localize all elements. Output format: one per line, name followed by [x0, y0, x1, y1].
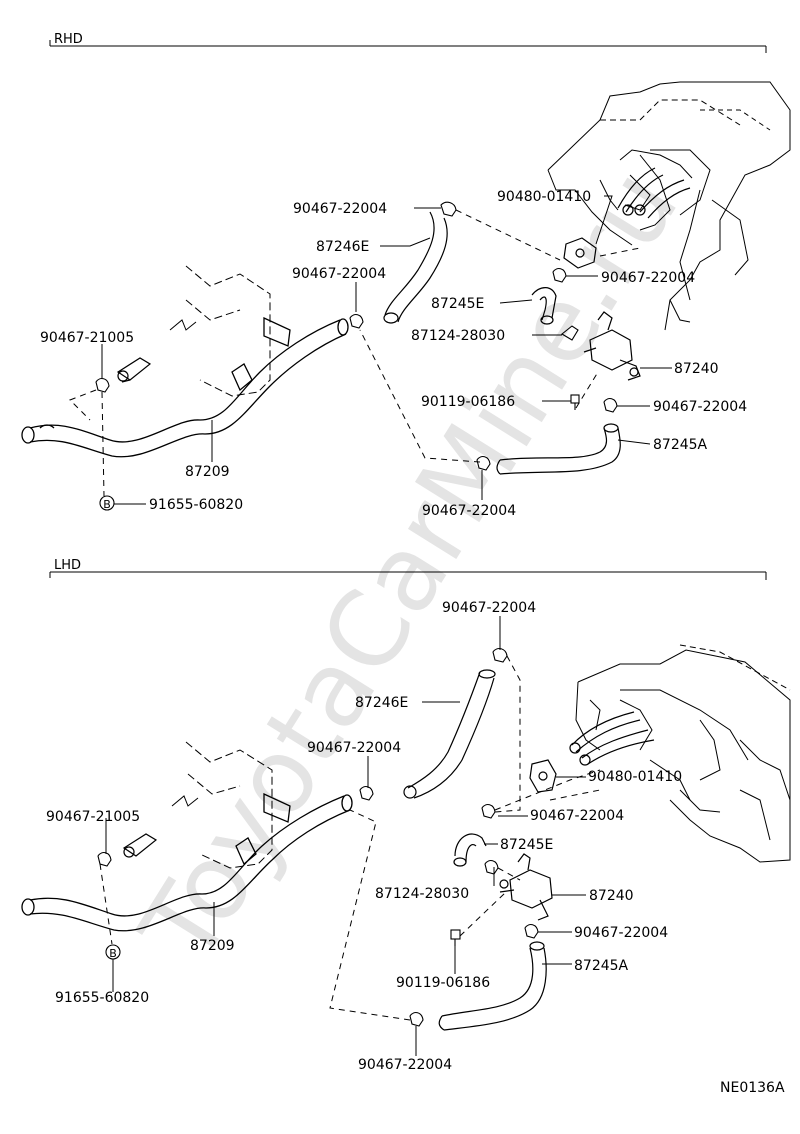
lhd-section: LHD	[21, 558, 791, 1073]
lhd-label-87124-28030: 87124-28030	[375, 886, 469, 902]
lhd-dashed-links	[99, 655, 601, 1021]
lhd-label-87240: 87240	[589, 888, 634, 904]
lhd-connector-pipe	[122, 833, 158, 858]
lhd-heater-unit	[575, 644, 791, 863]
lhd-label-90467-22004-e: 90467-22004	[358, 1057, 452, 1073]
lhd-part-labels: 90467-22004 87246E 90467-22004 90480-014…	[46, 600, 682, 1073]
rhd-dashed-links	[69, 209, 641, 497]
lhd-bolt	[450, 929, 461, 946]
diagram-code: NE0136A	[720, 1080, 785, 1096]
lhd-label-90467-21005: 90467-21005	[46, 809, 140, 825]
rhd-engine-outline	[169, 265, 271, 397]
rhd-bolt	[570, 394, 580, 410]
lhd-engine-outline	[171, 741, 273, 869]
lhd-label-87245e: 87245E	[500, 837, 553, 853]
rhd-label-87209: 87209	[185, 464, 230, 480]
lhd-label-90480-01410: 90480-01410	[588, 769, 682, 785]
rhd-clip	[561, 325, 579, 341]
rhd-heater-pipes	[617, 167, 691, 219]
rhd-bolt-marker: B	[99, 495, 115, 511]
rhd-label-87245a: 87245A	[653, 437, 708, 453]
lhd-clamps	[97, 647, 539, 1027]
lhd-heater-pipes	[569, 711, 655, 766]
lhd-label-90467-22004-b: 90467-22004	[307, 740, 401, 756]
rhd-leader-lines	[101, 195, 672, 505]
lhd-section-title: LHD	[54, 558, 81, 573]
rhd-pipe-87209	[21, 316, 349, 458]
svg-text:B: B	[109, 947, 117, 960]
rhd-heater-unit	[547, 81, 791, 331]
lhd-label-90467-22004-a: 90467-22004	[442, 600, 536, 616]
rhd-label-91655-60820: 91655-60820	[149, 497, 243, 513]
rhd-hose-87245e	[531, 287, 557, 325]
rhd-label-90480-01410: 90480-01410	[497, 189, 591, 205]
rhd-label-87240: 87240	[674, 361, 719, 377]
lhd-gasket	[529, 759, 557, 793]
lhd-label-90467-22004-d: 90467-22004	[574, 925, 668, 941]
rhd-gasket	[563, 237, 597, 269]
lhd-label-90467-22004-c: 90467-22004	[530, 808, 624, 824]
rhd-clamps	[95, 201, 618, 471]
lhd-label-87245a: 87245A	[574, 958, 629, 974]
rhd-label-87246e: 87246E	[316, 239, 369, 255]
rhd-part-labels: 90467-22004 90480-01410 87246E 90467-220…	[40, 189, 747, 519]
rhd-connector-pipe	[116, 357, 152, 383]
rhd-water-valve	[583, 311, 641, 381]
rhd-label-90467-22004-e: 90467-22004	[422, 503, 516, 519]
lhd-hose-87245e	[453, 833, 487, 867]
rhd-section-title: RHD	[54, 32, 83, 47]
rhd-label-90467-21005: 90467-21005	[40, 330, 134, 346]
rhd-label-87124-28030: 87124-28030	[411, 328, 505, 344]
rhd-hose-87246e	[383, 211, 448, 324]
rhd-label-90467-22004-a: 90467-22004	[293, 201, 387, 217]
rhd-label-87245e: 87245E	[431, 296, 484, 312]
lhd-label-91655-60820: 91655-60820	[55, 990, 149, 1006]
lhd-label-87209: 87209	[190, 938, 235, 954]
rhd-section: RHD	[21, 32, 791, 519]
lhd-label-90119-06186: 90119-06186	[396, 975, 490, 991]
rhd-label-90467-22004-c: 90467-22004	[601, 270, 695, 286]
svg-text:B: B	[103, 498, 111, 511]
rhd-label-90467-22004-b: 90467-22004	[292, 266, 386, 282]
lhd-pipe-87209	[21, 792, 353, 932]
rhd-label-90119-06186: 90119-06186	[421, 394, 515, 410]
lhd-hose-87246e	[403, 669, 496, 799]
rhd-label-90467-22004-d: 90467-22004	[653, 399, 747, 415]
lhd-bolt-marker: B	[105, 944, 121, 960]
lhd-water-valve	[499, 853, 553, 921]
lhd-leader-lines	[105, 616, 586, 1056]
lhd-hose-87245a	[438, 941, 547, 1031]
lhd-label-87246e: 87246E	[355, 695, 408, 711]
